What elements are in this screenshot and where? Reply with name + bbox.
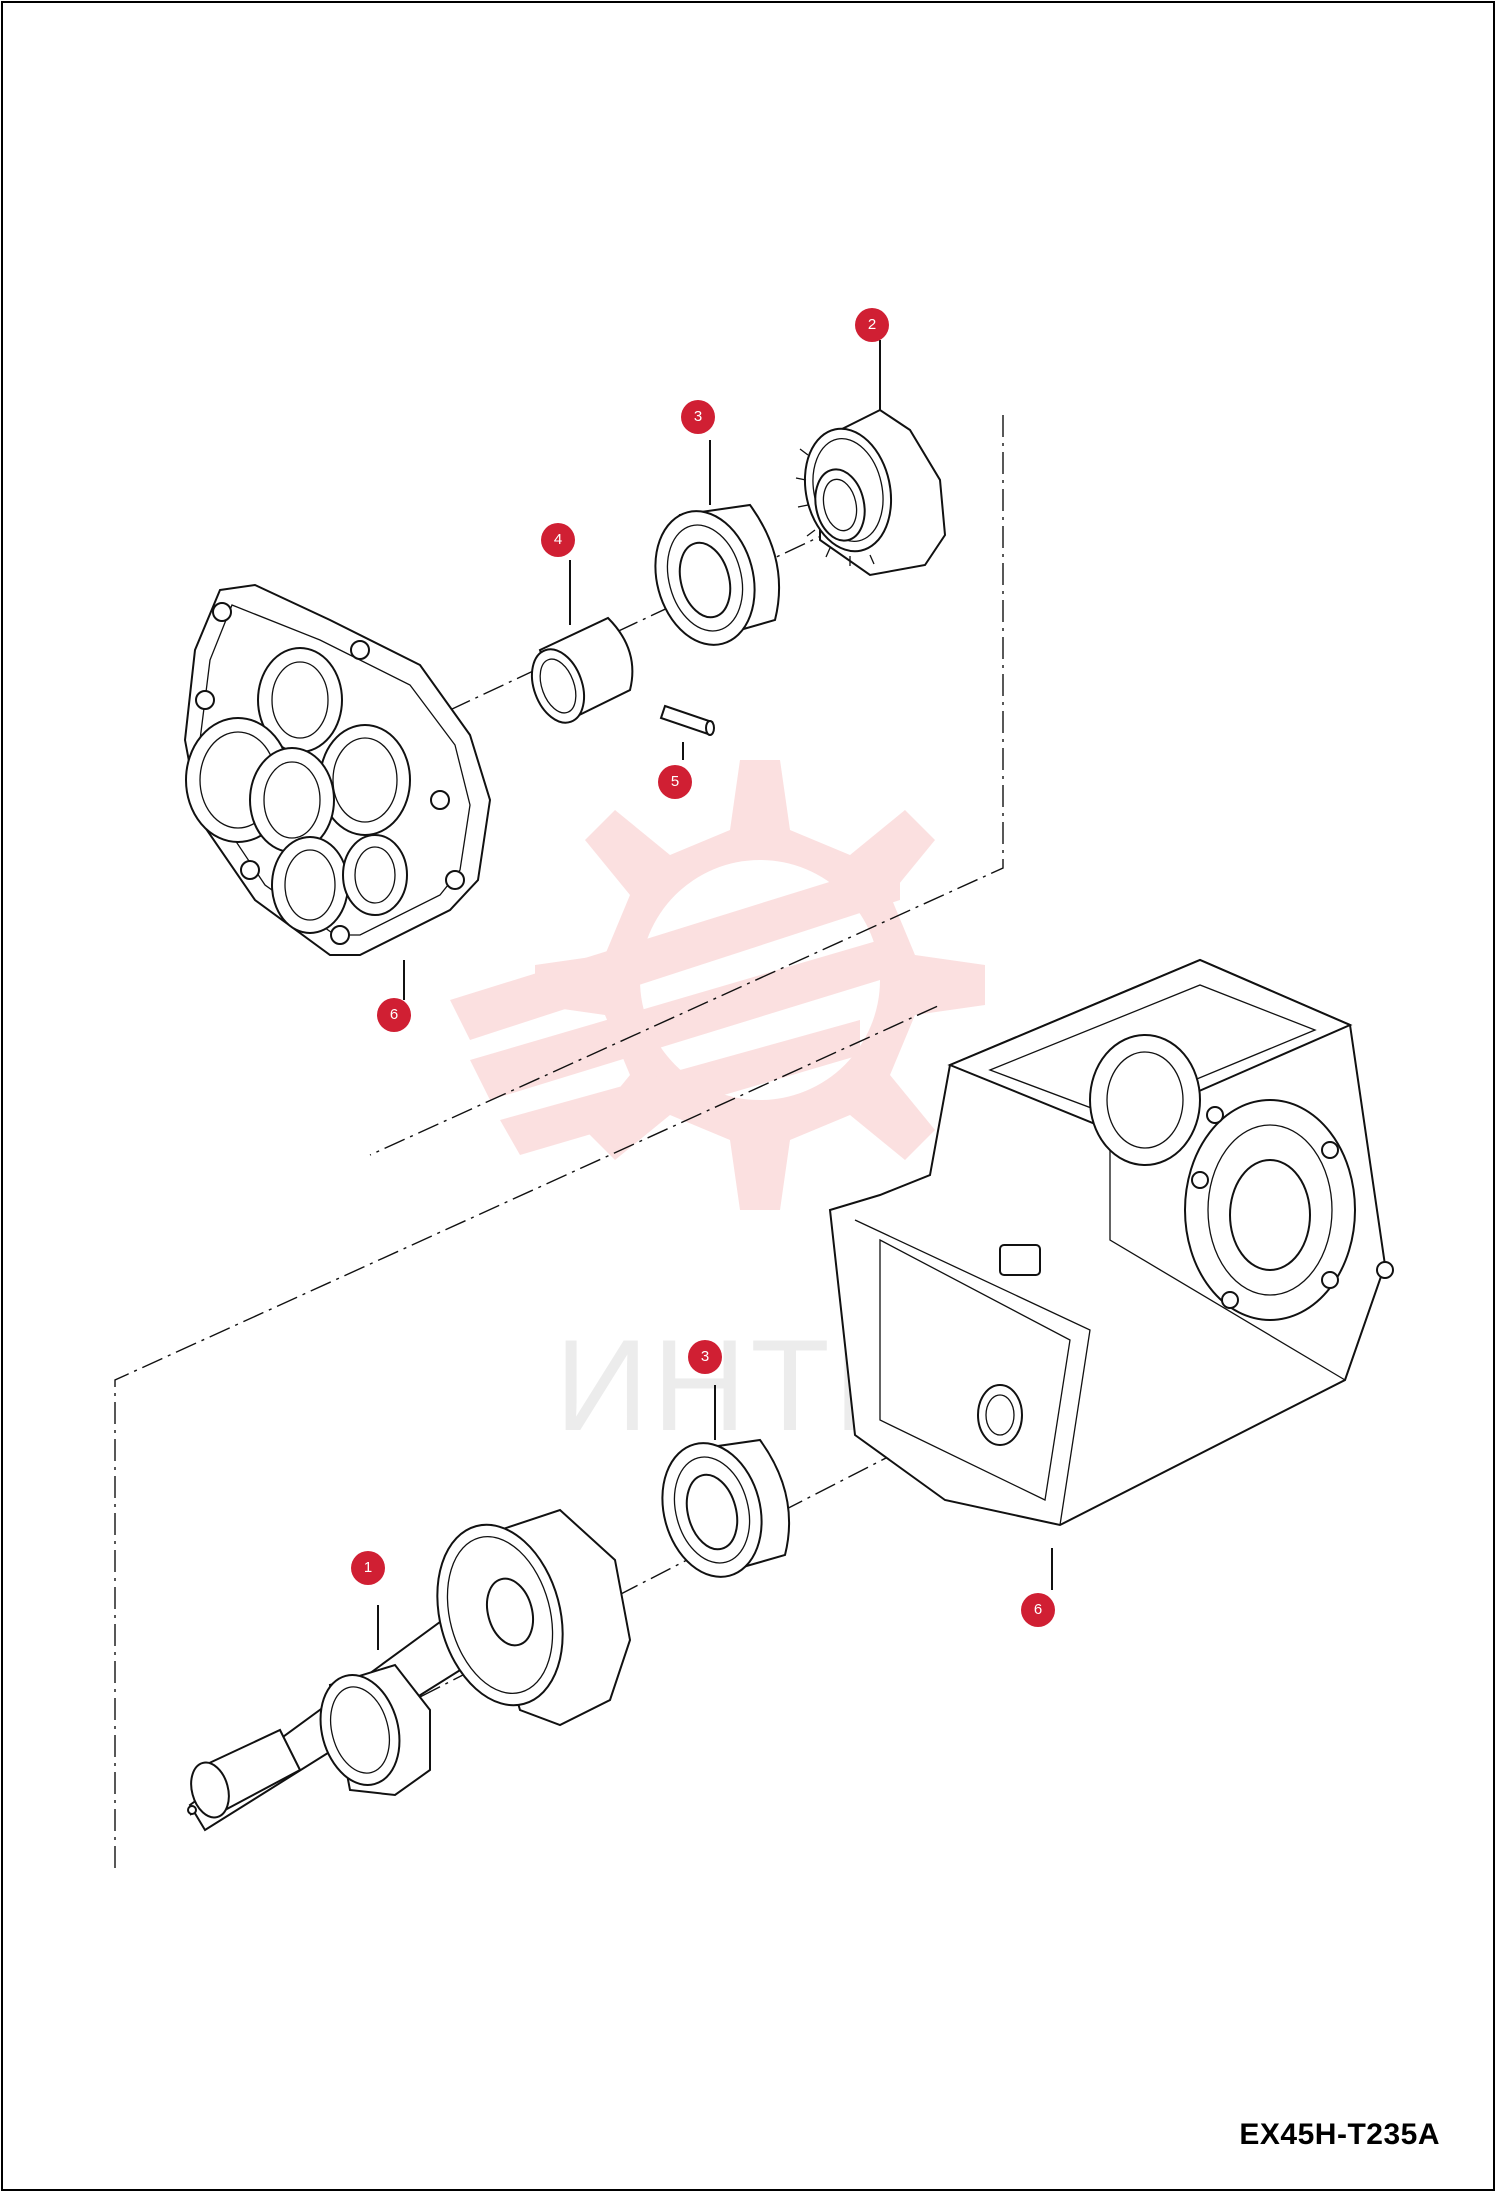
- callout-part-1[interactable]: 1: [351, 1551, 385, 1585]
- callout-part-2[interactable]: 2: [855, 308, 889, 342]
- bearing-cover-plate: [183, 583, 492, 956]
- callout-part-5[interactable]: 5: [658, 765, 692, 799]
- ball-bearing-upper: [654, 503, 781, 646]
- shaft-gear-assembly: [187, 1508, 632, 1832]
- pin: [659, 704, 715, 736]
- drawing-code: EX45H-T235A: [1239, 2118, 1440, 2151]
- callout-part-4[interactable]: 4: [541, 523, 575, 557]
- transmission-case: [828, 958, 1394, 1527]
- callout-part-3-upper[interactable]: 3: [681, 400, 715, 434]
- leader-lines: [377, 340, 1053, 1650]
- watermark-gear: [535, 760, 985, 1210]
- callout-part-6-upper[interactable]: 6: [377, 998, 411, 1032]
- callout-part-3-lower[interactable]: 3: [688, 1340, 722, 1374]
- callout-part-6-lower[interactable]: 6: [1021, 1593, 1055, 1627]
- needle-bearing: [530, 616, 634, 724]
- ball-bearing-lower: [661, 1438, 791, 1578]
- spur-gear: [795, 408, 947, 577]
